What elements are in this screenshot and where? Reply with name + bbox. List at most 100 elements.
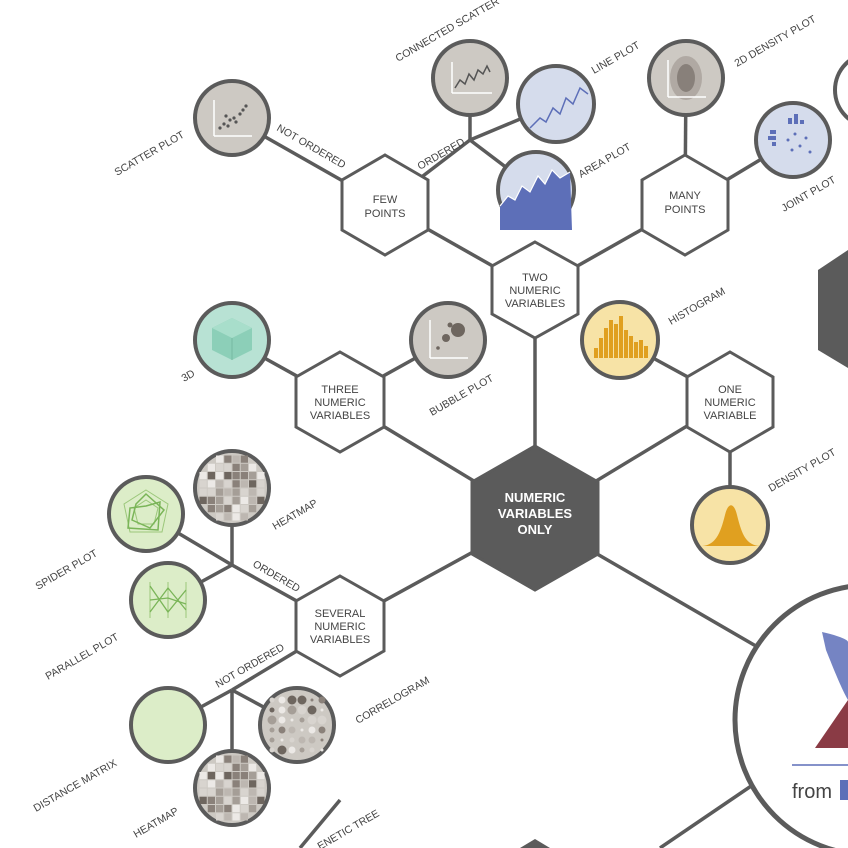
heatmap-cell [249,788,257,796]
heatmap-cell [216,772,224,780]
hex-many-points-line2: POINTS [665,204,706,216]
heatmap-bottom-chart[interactable] [193,749,271,827]
heatmap-cell [224,455,232,463]
correlogram-chart[interactable] [258,686,336,764]
hex-several-numeric-line3: VARIABLES [310,634,370,646]
heatmap-cell [257,780,265,788]
parallel-plot-chart[interactable] [129,561,207,639]
heatmap-cell [199,788,207,796]
area-plot-chart[interactable] [496,150,576,230]
heatmap-cell [224,488,232,496]
correlogram-dot [269,727,275,733]
heatmap-cell [224,513,232,521]
heatmap-cell [240,463,248,471]
joint-plot-chart[interactable] [754,101,832,179]
heatmap-cell [232,772,240,780]
offscreen-hexagon [818,250,848,368]
heatmap-cell [240,472,248,480]
hex-few-points[interactable]: FEW POINTS [340,153,430,257]
hex-several-numeric[interactable]: SEVERAL NUMERIC VARIABLES [294,574,386,678]
heatmap-cell [216,796,224,804]
heatmap-cell [224,805,232,813]
density-2d-chart[interactable] [647,39,725,117]
correlogram-dot [277,745,287,755]
three-d-chart[interactable] [193,301,271,379]
heatmap-cell [199,780,207,788]
correlogram-dot [287,705,297,715]
correlogram-dot [320,708,324,712]
heatmap-cell [216,513,224,521]
label-spider-plot: SPIDER PLOT [34,547,101,592]
label-area-plot: AREA PLOT [577,141,634,181]
center-label-3: ONLY [518,522,553,537]
connected-scatter-chart[interactable] [431,39,509,117]
correlogram-dot [269,747,275,753]
heatmap-cell [232,480,240,488]
heatmap-cell [249,780,257,788]
line-plot-chart[interactable] [516,64,596,144]
label-2d-density: 2D DENSITY PLOT [733,13,819,70]
heatmap-cell [240,788,248,796]
heatmap-cell [249,472,257,480]
heatmap-cell [240,496,248,504]
correlogram-dot [278,726,286,734]
heatmap-cell [199,496,207,504]
correlogram-dot [310,698,314,702]
correlogram-dot [317,715,327,725]
heatmap-cell [257,796,265,804]
heatmap-cell [249,488,257,496]
heatmap-cell [249,763,257,771]
heatmap-cell [224,480,232,488]
hex-one-numeric[interactable]: ONE NUMERIC VARIABLE [685,350,775,454]
hex-two-numeric-line3: VARIABLES [505,298,565,310]
heatmap-cell [216,788,224,796]
heatmap-cell [207,488,215,496]
density-plot-chart[interactable] [690,485,770,565]
heatmap-cell [249,772,257,780]
hex-few-points-line2: POINTS [365,208,406,220]
heatmap-cell [240,805,248,813]
distance-matrix-chart[interactable] [129,686,207,764]
label-bubble-plot: BUBBLE PLOT [428,372,497,419]
heatmap-cell [224,755,232,763]
correlogram-dot [299,747,305,753]
heatmap-cell [249,505,257,513]
hex-one-numeric-line1: ONE [718,384,742,396]
label-phylogenetic-tree: ENETIC TREE [316,808,382,848]
heatmap-cell [216,488,224,496]
heatmap-top-chart[interactable] [193,449,271,527]
heatmap-cell [207,480,215,488]
label-histogram: HISTOGRAM [667,286,728,328]
heatmap-cell [232,505,240,513]
heatmap-cell [199,488,207,496]
heatmap-cell [224,496,232,504]
bubble-plot-chart[interactable] [409,301,487,379]
heatmap-cell [224,813,232,821]
label-correlogram: CORRELOGRAM [354,674,432,726]
hex-three-numeric[interactable]: THREE NUMERIC VARIABLES [294,350,386,454]
heatmap-cell [257,472,265,480]
heatmap-cell [216,763,224,771]
hex-many-points[interactable]: MANY POINTS [640,153,730,257]
heatmap-cell [257,488,265,496]
scatter-plot-chart[interactable] [193,79,271,157]
heatmap-cell [232,472,240,480]
correlogram-dot [278,696,286,704]
edge-label-ordered-top: ORDERED [416,136,468,173]
correlogram-dot [297,705,307,715]
heatmap-cell [240,755,248,763]
hex-two-numeric-line2: NUMERIC [509,285,560,297]
heatmap-cell [207,763,215,771]
hex-two-numeric[interactable]: TWO NUMERIC VARIABLES [490,240,580,340]
heatmap-cell [257,788,265,796]
spider-plot-chart[interactable] [107,475,185,553]
heatmap-cell [216,463,224,471]
heatmap-cell [240,772,248,780]
correlogram-dot [287,695,297,705]
heatmap-cell [216,480,224,488]
heatmap-cell [224,796,232,804]
heatmap-cell [232,463,240,471]
histogram-chart[interactable] [580,300,660,380]
heatmap-cell [249,480,257,488]
